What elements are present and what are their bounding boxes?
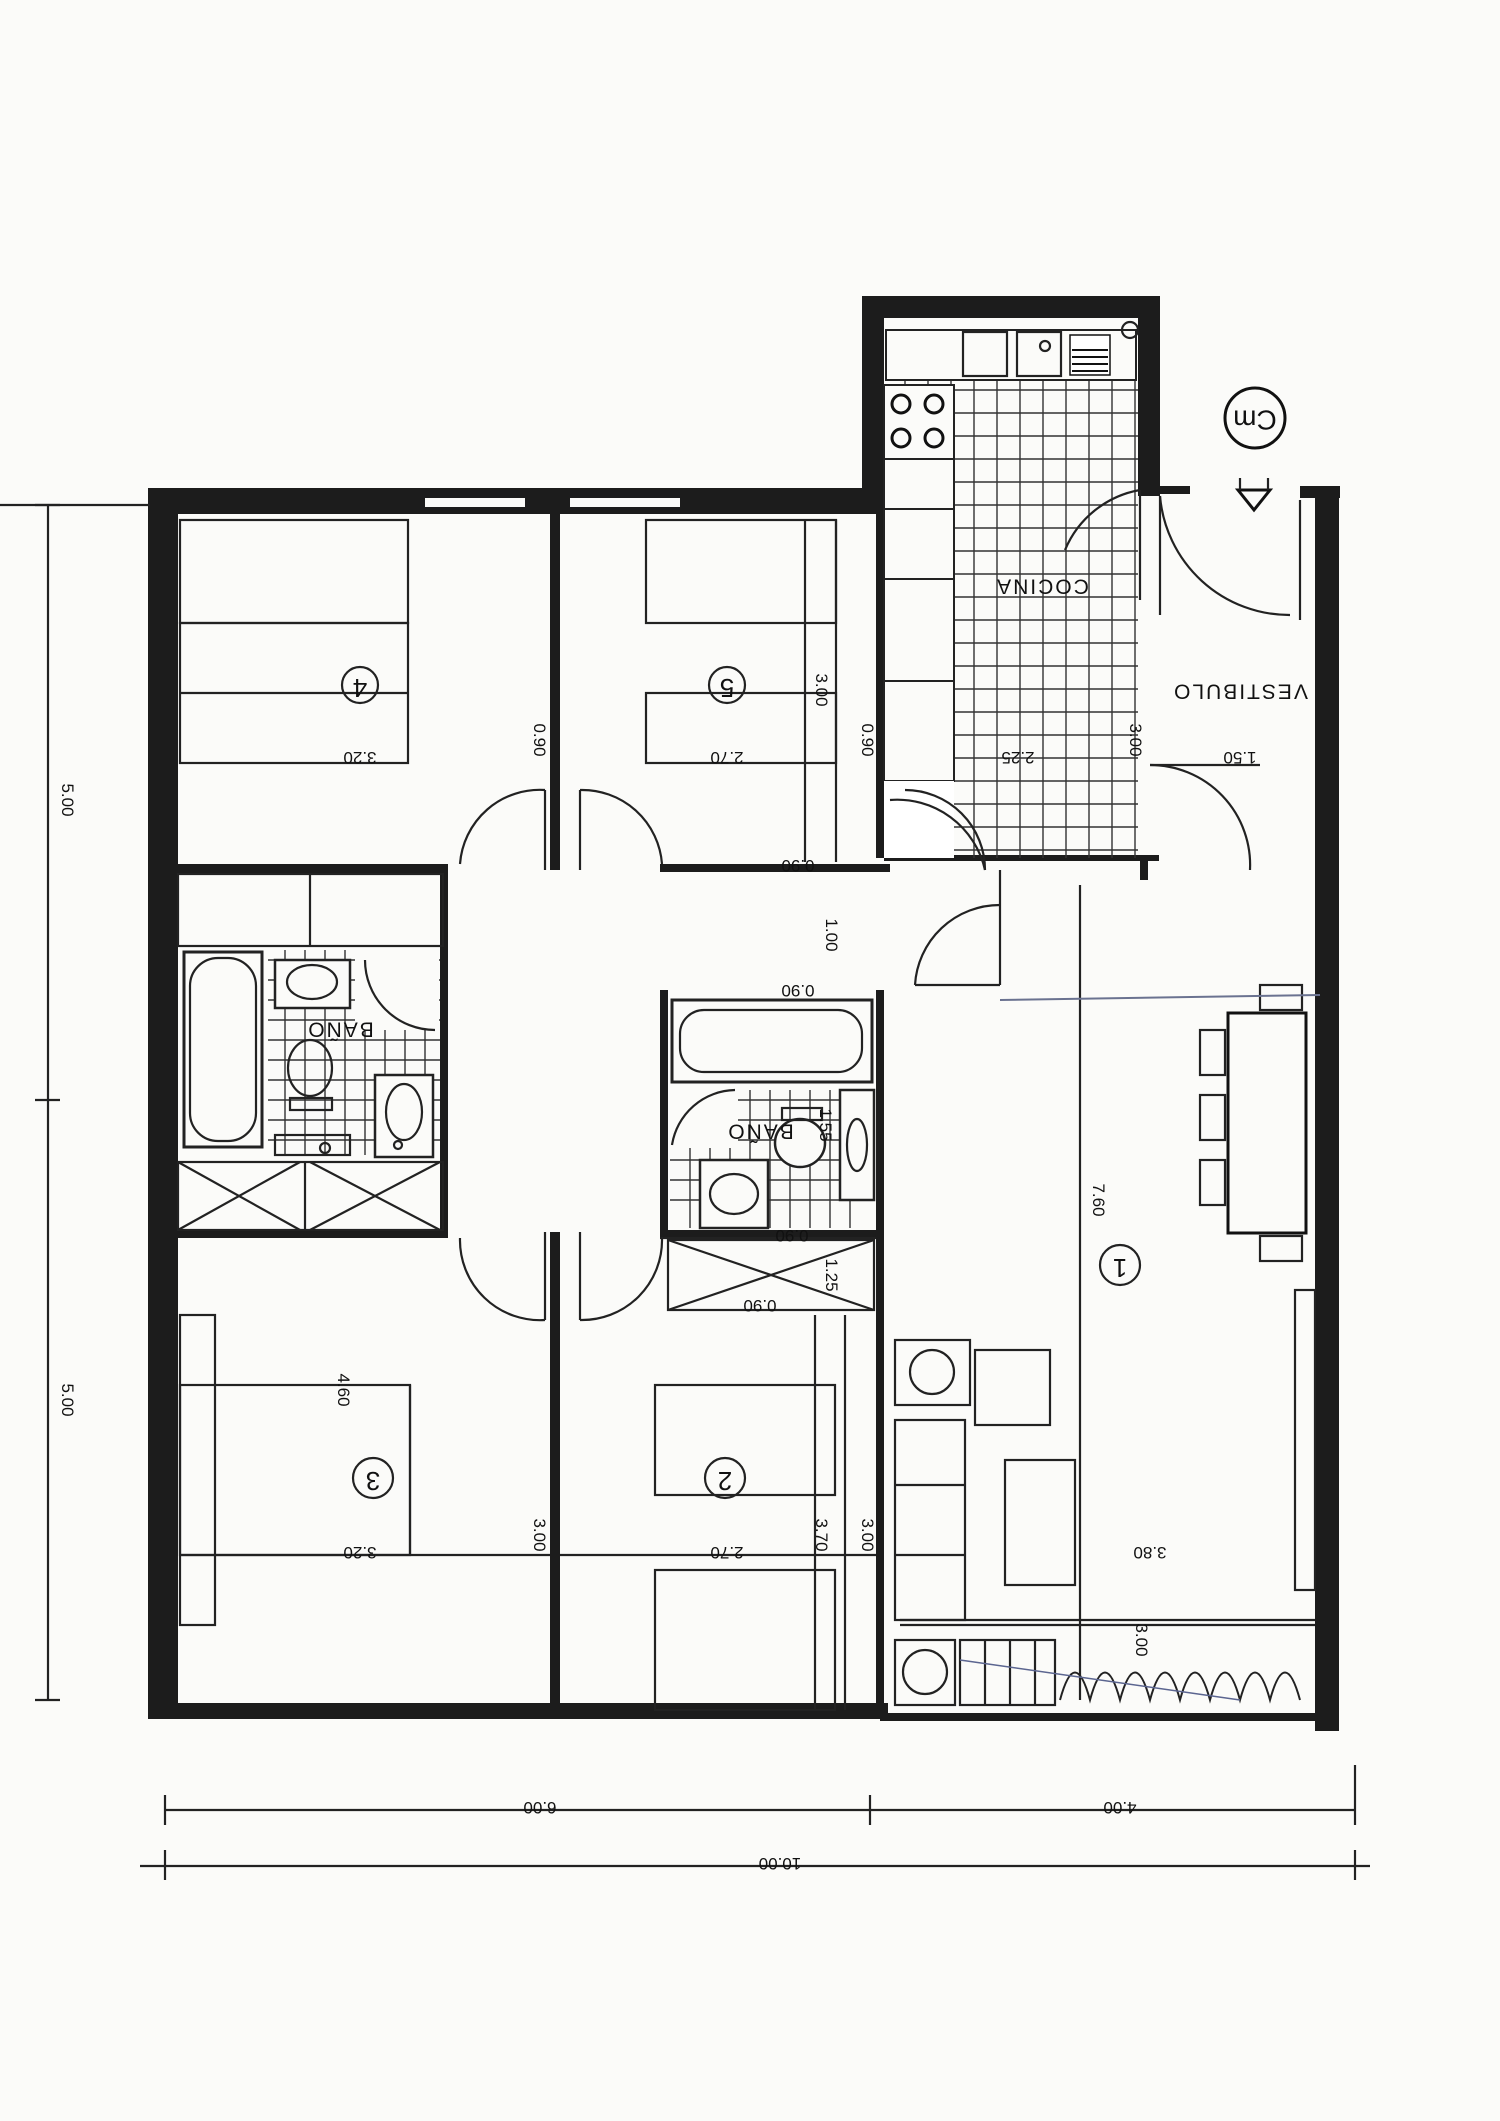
dim-370: 3.70 (812, 1518, 831, 1551)
entrance-arrow-icon (1234, 488, 1274, 513)
svg-text:5.00: 5.00 (58, 1383, 77, 1416)
svg-text:3.20: 3.20 (343, 1543, 376, 1562)
room-number-4: 4 (340, 665, 380, 705)
svg-text:2: 2 (718, 1466, 732, 1496)
dim-090-c: 0.90 (781, 856, 814, 875)
dim-090-f: 0.90 (743, 1296, 776, 1315)
dim-320-top: 3.20 (343, 748, 376, 767)
svg-text:3: 3 (366, 1466, 380, 1496)
dimension-lines (0, 503, 1370, 1880)
svg-text:4: 4 (353, 673, 367, 703)
bedroom-4-furniture (178, 518, 410, 765)
svg-text:2.70: 2.70 (710, 1543, 743, 1562)
dim-760: 7.60 (1089, 1183, 1108, 1216)
svg-text:0.90: 0.90 (781, 981, 814, 1000)
room-label-vestibulo: VESTIBULO (1172, 679, 1308, 702)
dim-150: 1.50 (1223, 748, 1256, 767)
svg-text:0.90: 0.90 (781, 856, 814, 875)
bathroom-west (176, 872, 445, 1232)
dim-125: 1.25 (822, 1258, 841, 1291)
svg-text:0.90: 0.90 (775, 1226, 808, 1245)
svg-text:3.00: 3.00 (858, 1518, 877, 1551)
dim-500-a: 5.00 (58, 783, 77, 816)
bedroom-3-furniture (178, 1313, 550, 1627)
room-number-1: 1 (1098, 1243, 1142, 1287)
dim-320-bot: 3.20 (343, 1543, 376, 1562)
dining-table-icon (1226, 1011, 1308, 1235)
dim-600: 6.00 (523, 1798, 556, 1817)
dim-270-top: 2.70 (710, 748, 743, 767)
dim-460: 4.60 (334, 1373, 353, 1406)
svg-text:3.70: 3.70 (812, 1518, 831, 1551)
dim-270-bot: 2.70 (710, 1543, 743, 1562)
svg-text:5.00: 5.00 (58, 783, 77, 816)
dim-100: 1.00 (822, 918, 841, 951)
room-label-bano-east: BAÑO (726, 1119, 794, 1143)
dim-300-e: 3.00 (1132, 1623, 1151, 1656)
dim-500-b: 5.00 (58, 1383, 77, 1416)
svg-text:1.55: 1.55 (816, 1108, 835, 1141)
svg-text:0.90: 0.90 (743, 1296, 776, 1315)
kitchen (883, 320, 1142, 871)
svg-text:1.25: 1.25 (822, 1258, 841, 1291)
dim-090-e: 0.90 (775, 1226, 808, 1245)
dim-1000: 10.00 (759, 1854, 802, 1873)
svg-text:Cm: Cm (1233, 405, 1277, 436)
dim-225: 2.25 (1001, 748, 1034, 767)
dim-300-d: 3.00 (858, 1518, 877, 1551)
svg-text:4.60: 4.60 (334, 1373, 353, 1406)
room-number-5: 5 (707, 665, 747, 705)
dim-155: 1.55 (816, 1108, 835, 1141)
bedroom-5-furniture (644, 518, 838, 862)
svg-text:1: 1 (1113, 1253, 1127, 1283)
labels: VESTIBULO COCINA BAÑO BAÑO 4 5 1 2 3 Cm … (58, 386, 1308, 1873)
corridor-doors (458, 788, 1002, 1322)
exterior-walls (148, 296, 1340, 1731)
svg-text:7.60: 7.60 (1089, 1183, 1108, 1216)
svg-text:2.25: 2.25 (1001, 748, 1034, 767)
dim-300-b: 3.00 (1126, 723, 1145, 756)
svg-text:BAÑO: BAÑO (726, 1119, 794, 1143)
svg-text:3.00: 3.00 (812, 673, 831, 706)
svg-text:COCINA: COCINA (995, 574, 1089, 597)
svg-text:6.00: 6.00 (523, 1798, 556, 1817)
svg-text:3.00: 3.00 (1132, 1623, 1151, 1656)
stove-icon (883, 384, 955, 460)
room-number-2: 2 (703, 1456, 747, 1500)
svg-text:1.50: 1.50 (1223, 748, 1256, 767)
cm-logo: Cm (1223, 386, 1287, 450)
svg-text:10.00: 10.00 (759, 1854, 802, 1873)
room-label-bano-west: BAÑO (306, 1017, 374, 1041)
svg-text:3.00: 3.00 (1126, 723, 1145, 756)
svg-text:5: 5 (720, 673, 734, 703)
svg-text:4.00: 4.00 (1103, 1798, 1136, 1817)
bedroom-2-furniture (560, 1315, 876, 1712)
dim-380: 3.80 (1133, 1543, 1166, 1562)
dim-300-a: 3.00 (812, 673, 831, 706)
room-number-3: 3 (351, 1456, 395, 1500)
svg-text:VESTIBULO: VESTIBULO (1172, 679, 1308, 702)
svg-text:1.00: 1.00 (822, 918, 841, 951)
svg-text:0.90: 0.90 (530, 723, 549, 756)
bathroom-east (660, 998, 876, 1312)
dim-090-a: 0.90 (530, 723, 549, 756)
svg-text:BAÑO: BAÑO (306, 1017, 374, 1041)
dim-090-d: 0.90 (781, 981, 814, 1000)
interior-walls (178, 318, 1159, 1712)
room-label-cocina: COCINA (995, 574, 1089, 597)
svg-text:0.90: 0.90 (858, 723, 877, 756)
living-room-furniture (893, 885, 1321, 1707)
dim-300-c: 3.00 (530, 1518, 549, 1551)
svg-text:2.70: 2.70 (710, 748, 743, 767)
dim-090-b: 0.90 (858, 723, 877, 756)
svg-text:3.20: 3.20 (343, 748, 376, 767)
svg-text:3.00: 3.00 (530, 1518, 549, 1551)
dim-400: 4.00 (1103, 1798, 1136, 1817)
svg-text:3.80: 3.80 (1133, 1543, 1166, 1562)
vestibule (1149, 478, 1302, 871)
